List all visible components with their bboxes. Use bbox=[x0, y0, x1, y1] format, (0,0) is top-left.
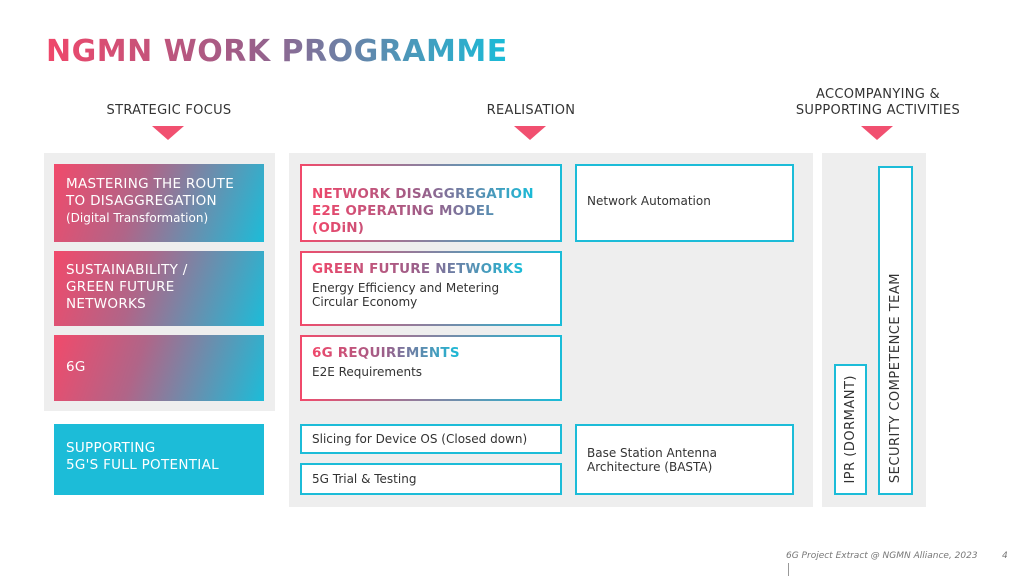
page-title: NGMN WORK PROGRAMME bbox=[46, 34, 508, 69]
realisation-trial: 5G Trial & Testing bbox=[300, 463, 562, 495]
footer-divider bbox=[788, 563, 789, 576]
realisation-title: 6G REQUIREMENTS bbox=[312, 345, 460, 361]
realisation-title: GREEN FUTURE NETWORKS bbox=[312, 261, 524, 277]
realisation-label: Network Automation bbox=[587, 194, 711, 208]
footer-text: 6G Project Extract @ NGMN Alliance, 2023 bbox=[786, 551, 978, 561]
realisation-green: GREEN FUTURE NETWORKS Energy Efficiency … bbox=[300, 251, 562, 326]
realisation-label: Circular Economy bbox=[312, 295, 418, 309]
realisation-title: E2E OPERATING MODEL (ODiN) bbox=[312, 203, 550, 237]
column-header-line: SUPPORTING ACTIVITIES bbox=[795, 103, 961, 118]
strategic-item-label: SUSTAINABILITY / bbox=[66, 262, 188, 278]
strategic-item-label: SUPPORTING bbox=[66, 440, 156, 456]
realisation-label: Architecture (BASTA) bbox=[587, 460, 713, 474]
arrow-down-icon bbox=[861, 126, 893, 140]
realisation-6g: 6G REQUIREMENTS E2E Requirements bbox=[300, 335, 562, 401]
strategic-item-label: MASTERING THE ROUTE bbox=[66, 176, 235, 192]
realisation-label: Base Station Antenna bbox=[587, 446, 717, 460]
strategic-item-label: GREEN FUTURE bbox=[66, 279, 175, 295]
supporting-security: SECURITY COMPETENCE TEAM bbox=[878, 166, 913, 495]
realisation-automation: Network Automation bbox=[575, 164, 794, 242]
arrow-down-icon bbox=[514, 126, 546, 140]
column-header-line: ACCOMPANYING & bbox=[816, 87, 940, 102]
realisation-label: 5G Trial & Testing bbox=[312, 472, 417, 486]
realisation-disaggregation: NETWORK DISAGGREGATION E2E OPERATING MOD… bbox=[300, 164, 562, 242]
strategic-item-label: 6G bbox=[66, 359, 86, 375]
strategic-item-sustainability: SUSTAINABILITY / GREEN FUTURE NETWORKS bbox=[54, 251, 264, 326]
realisation-label: Slicing for Device OS (Closed down) bbox=[312, 432, 528, 446]
realisation-label: Energy Efficiency and Metering bbox=[312, 281, 500, 295]
realisation-basta: Base Station Antenna Architecture (BASTA… bbox=[575, 424, 794, 495]
strategic-item-sublabel: (Digital Transformation) bbox=[66, 211, 209, 225]
strategic-item-label: NETWORKS bbox=[66, 296, 147, 312]
column-header-strategic: STRATEGIC FOCUS bbox=[106, 103, 232, 118]
strategic-item-label: TO DISAGGREGATION bbox=[66, 193, 217, 209]
supporting-label: SECURITY COMPETENCE TEAM bbox=[888, 272, 903, 483]
realisation-slicing: Slicing for Device OS (Closed down) bbox=[300, 424, 562, 454]
realisation-label: E2E Requirements bbox=[312, 365, 423, 379]
column-header-realisation: REALISATION bbox=[486, 103, 576, 118]
page-number: 4 bbox=[1002, 551, 1008, 561]
arrow-down-icon bbox=[152, 126, 184, 140]
strategic-item-label: 5G'S FULL POTENTIAL bbox=[66, 457, 219, 473]
strategic-item-6g: 6G bbox=[54, 335, 264, 401]
strategic-item-5g: SUPPORTING 5G'S FULL POTENTIAL bbox=[54, 424, 264, 495]
supporting-ipr: IPR (DORMANT) bbox=[834, 364, 867, 495]
strategic-item-disaggregation: MASTERING THE ROUTE TO DISAGGREGATION (D… bbox=[54, 164, 264, 242]
realisation-title: NETWORK DISAGGREGATION bbox=[312, 186, 534, 202]
supporting-label: IPR (DORMANT) bbox=[843, 375, 858, 484]
column-header-accompanying: ACCOMPANYING & SUPPORTING ACTIVITIES bbox=[786, 87, 970, 119]
